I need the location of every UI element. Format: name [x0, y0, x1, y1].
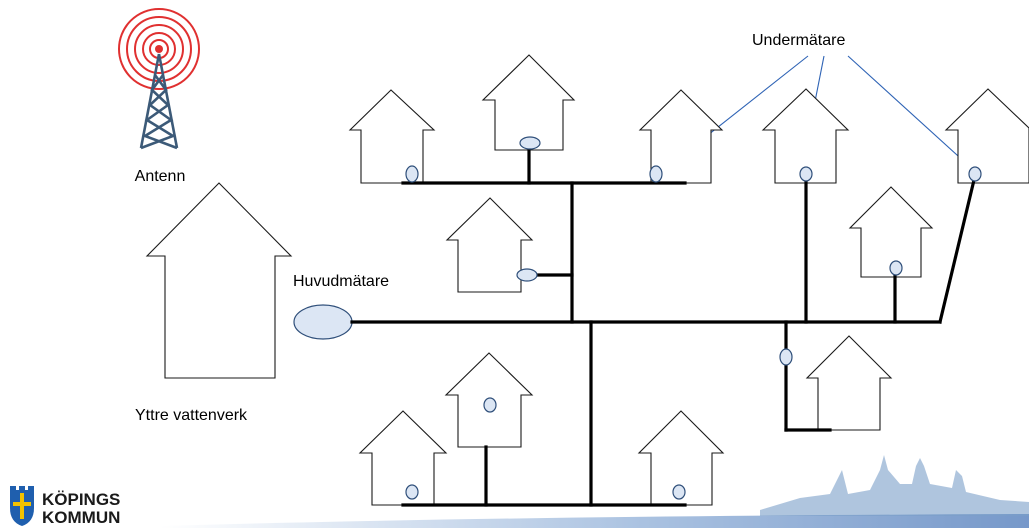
logo-text-line2: KOMMUN [42, 508, 120, 527]
skyline-icon [160, 455, 1029, 528]
sub-meter-right-low [779, 348, 793, 366]
house-bottom-1 [358, 410, 448, 506]
logo-text-line1: KÖPINGS [42, 490, 120, 509]
house-top-5 [944, 88, 1029, 184]
waterworks-label: Yttre vattenverk [135, 407, 248, 424]
house-top-1 [348, 89, 436, 184]
sub-meter-top-3 [649, 165, 663, 183]
coat-of-arms-icon [10, 486, 34, 526]
sub-meter-top-2 [519, 136, 541, 150]
house-top-3 [638, 89, 724, 184]
sub-meter-top-1 [405, 165, 419, 183]
sub-meters-label: Undermätare [752, 32, 845, 49]
sub-meter-top-5 [968, 166, 982, 182]
house-mid-right [848, 186, 934, 278]
sub-meter-bottom-2 [483, 397, 497, 413]
house-top-2 [481, 54, 576, 151]
sub-meter-mid-right [889, 260, 903, 276]
house-right-low [805, 335, 893, 431]
main-meter [293, 304, 353, 340]
sub-meter-bottom-1 [405, 484, 419, 500]
house-bottom-3 [637, 410, 725, 506]
antenna-label: Antenn [135, 168, 186, 185]
sub-meter-mid-left [516, 268, 538, 282]
sub-meter-bottom-3 [672, 484, 686, 500]
house-top-4 [761, 88, 850, 184]
sub-meter-top-4 [799, 166, 813, 182]
radio-tower-icon [118, 8, 200, 150]
pipe-network [350, 148, 976, 507]
house-mid-left [445, 197, 534, 293]
arrow-to-meter-3 [847, 55, 968, 165]
main-meter-label: Huvudmätare [293, 273, 389, 290]
waterworks-house [145, 182, 293, 379]
